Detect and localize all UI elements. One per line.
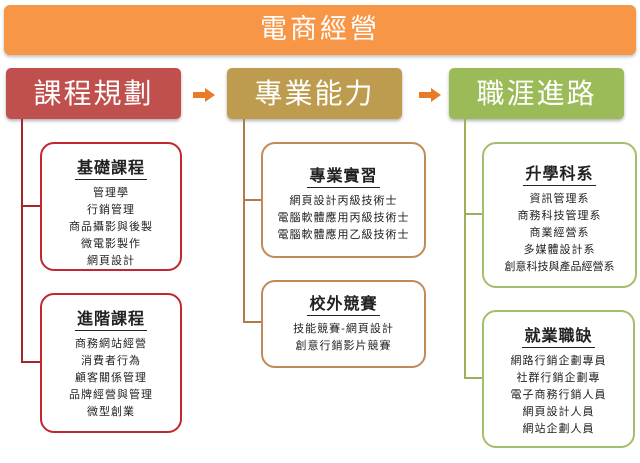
- list-item: 電腦軟體應用丙級技術士: [277, 211, 410, 224]
- list-item: 創意科技與產品經營系: [504, 260, 615, 273]
- box-title: 基礎課程: [74, 154, 147, 180]
- header-course-planning: 課程規劃: [6, 68, 181, 119]
- box-title: 進階課程: [74, 305, 147, 331]
- connector: [21, 361, 41, 363]
- connector: [243, 321, 262, 323]
- box-internship: 專業實習 網頁設計丙級技術士 電腦軟體應用丙級技術士 電腦軟體應用乙級技術士: [261, 142, 426, 258]
- header-professional-skills: 專業能力: [227, 68, 402, 119]
- list-item: 創意行銷影片競賽: [295, 339, 392, 352]
- box-further-study: 升學科系 資訊管理系 商務科技管理系 商業經營系 多媒體設計系 創意科技與產品經…: [482, 142, 637, 288]
- list-item: 管理學: [93, 186, 129, 199]
- header-career-path: 職涯進路: [449, 68, 624, 119]
- connector: [464, 119, 466, 379]
- list-item: 消費者行為: [81, 354, 141, 367]
- list-item: 品牌經營與管理: [69, 388, 153, 401]
- list-item: 商務網站經營: [75, 337, 147, 350]
- connector: [464, 213, 483, 215]
- list-item: 資訊管理系: [529, 192, 590, 205]
- box-title: 校外競賽: [307, 290, 380, 316]
- connector: [243, 119, 245, 323]
- list-item: 網站企劃人員: [522, 422, 595, 435]
- list-item: 多媒體設計系: [523, 243, 596, 256]
- list-item: 商業經營系: [529, 226, 590, 239]
- list-item: 社群行銷企劃專: [516, 371, 601, 384]
- list-item: 電子商務行銷人員: [510, 388, 607, 401]
- box-job-openings: 就業職缺 網路行銷企劃專員 社群行銷企劃專 電子商務行銷人員 網頁設計人員 網站…: [482, 310, 635, 448]
- arrow-right-icon: [419, 88, 441, 102]
- arrow-right-icon: [193, 88, 215, 102]
- box-advanced-courses: 進階課程 商務網站經營 消費者行為 顧客關係管理 品牌經營與管理 微型創業: [40, 293, 182, 433]
- list-item: 網頁設計: [87, 254, 135, 267]
- box-title: 就業職缺: [522, 322, 595, 348]
- box-competitions: 校外競賽 技能競賽-網頁設計 創意行銷影片競賽: [261, 280, 426, 368]
- connector: [21, 119, 23, 363]
- list-item: 商品攝影與後製: [69, 220, 153, 233]
- connector: [243, 199, 262, 201]
- list-item: 電腦軟體應用乙級技術士: [277, 228, 410, 241]
- title-banner: 電商經營: [4, 5, 636, 55]
- list-item: 網頁設計丙級技術士: [289, 194, 398, 207]
- connector: [464, 377, 483, 379]
- box-title: 專業實習: [307, 162, 380, 188]
- list-item: 行銷管理: [87, 203, 135, 216]
- list-item: 網路行銷企劃專員: [510, 354, 607, 367]
- list-item: 微電影製作: [81, 237, 141, 250]
- list-item: 商務科技管理系: [517, 209, 602, 222]
- connector: [21, 205, 41, 207]
- box-basic-courses: 基礎課程 管理學 行銷管理 商品攝影與後製 微電影製作 網頁設計: [40, 142, 182, 271]
- box-title: 升學科系: [523, 160, 596, 186]
- list-item: 技能競賽-網頁設計: [293, 322, 394, 335]
- list-item: 顧客關係管理: [75, 371, 147, 384]
- list-item: 網頁設計人員: [522, 405, 595, 418]
- list-item: 微型創業: [87, 405, 135, 418]
